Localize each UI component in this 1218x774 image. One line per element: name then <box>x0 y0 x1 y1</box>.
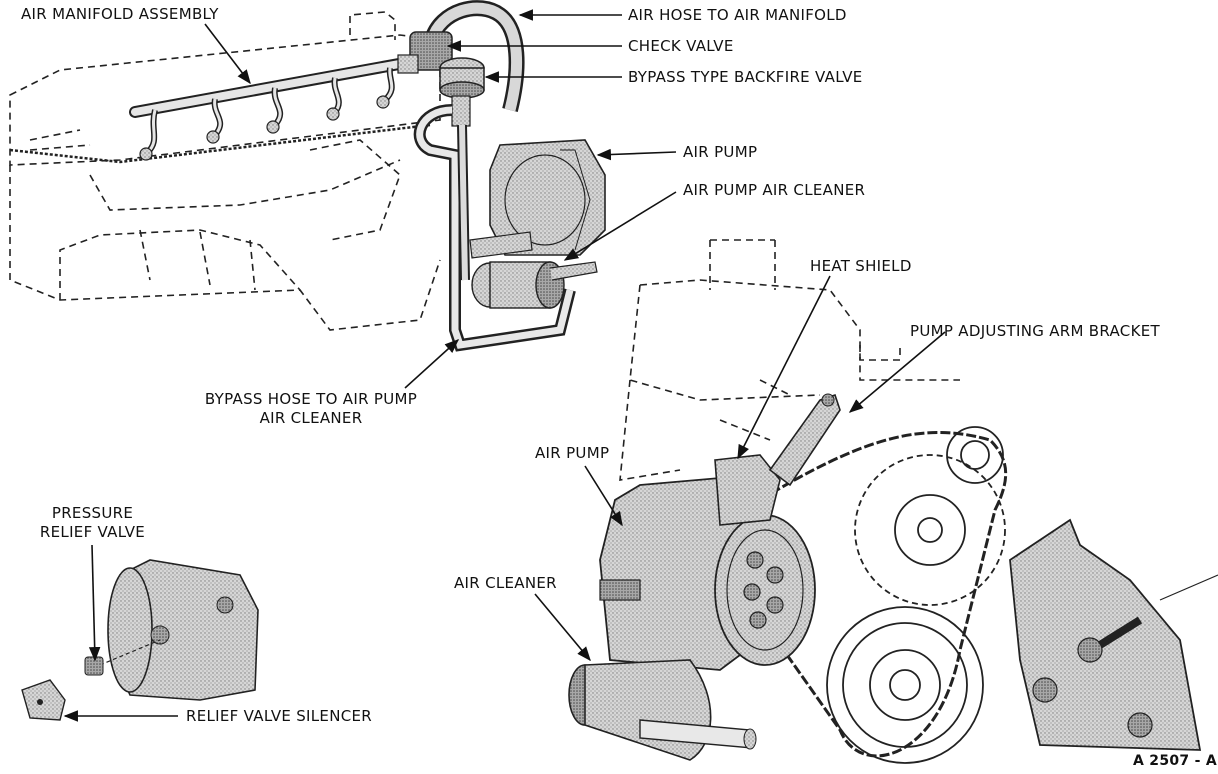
label-air-pump-top: AIR PUMP <box>683 143 758 161</box>
leader-adjusting-bracket <box>848 331 946 413</box>
leader-heat-shield <box>737 275 831 460</box>
top-air-cleaner <box>471 261 598 309</box>
drive-belt <box>718 431 1008 758</box>
label-bypass-backfire-valve: BYPASS TYPE BACKFIRE VALVE <box>628 68 863 86</box>
top-air-pump <box>469 139 606 259</box>
label-air-pump-lower: AIR PUMP <box>535 444 610 462</box>
backfire-valve <box>439 57 485 127</box>
lower-engine-outline <box>619 239 960 481</box>
lower-air-pump <box>599 477 816 671</box>
leader-air-manifold <box>204 23 251 85</box>
label-bypass-hose-line1: BYPASS HOSE TO AIR PUMP <box>204 390 418 408</box>
leader-pressure-relief <box>88 544 101 662</box>
label-bypass-hose: BYPASS HOSE TO AIR PUMP AIR CLEANER <box>200 390 422 428</box>
label-pressure-relief-line2: RELIEF VALVE <box>39 523 146 541</box>
label-check-valve: CHECK VALVE <box>628 37 734 55</box>
figure-id: A 2507 - A <box>1133 753 1218 769</box>
label-pump-adjusting-arm-bracket: PUMP ADJUSTING ARM BRACKET <box>910 322 1160 340</box>
leader-air-cleaner <box>534 593 591 662</box>
label-pressure-relief-line1: PRESSURE <box>51 504 134 522</box>
label-air-cleaner: AIR CLEANER <box>454 574 557 592</box>
label-air-pump-air-cleaner: AIR PUMP AIR CLEANER <box>683 181 866 199</box>
crankshaft-pulley <box>826 426 1006 764</box>
pressure-relief-inset <box>21 559 259 721</box>
label-air-hose-to-air-manifold: AIR HOSE TO AIR MANIFOLD <box>628 6 847 24</box>
leader-air-pump-top <box>596 148 677 161</box>
label-heat-shield: HEAT SHIELD <box>810 257 912 275</box>
label-air-manifold-assembly: AIR MANIFOLD ASSEMBLY <box>21 5 219 23</box>
check-valve-and-hose <box>397 0 525 112</box>
label-relief-valve-silencer: RELIEF VALVE SILENCER <box>186 707 373 725</box>
label-pressure-relief-valve: PRESSURE RELIEF VALVE <box>30 504 155 542</box>
leader-bypass-hose <box>404 339 460 389</box>
lower-air-cleaner <box>568 659 757 761</box>
leader-lines <box>63 9 946 722</box>
bracket-corner-detail <box>1009 518 1218 751</box>
valve-cover-ridge <box>9 123 431 164</box>
leader-air-pump-lower <box>584 465 623 527</box>
leader-air-pump-cleaner <box>563 191 677 261</box>
label-bypass-hose-line2: AIR CLEANER <box>259 409 363 427</box>
heat-shield-and-bracket <box>714 393 841 526</box>
air-manifold-pipe <box>129 56 416 161</box>
bypass-hoses <box>413 104 576 352</box>
top-engine-block-outline <box>9 11 441 331</box>
